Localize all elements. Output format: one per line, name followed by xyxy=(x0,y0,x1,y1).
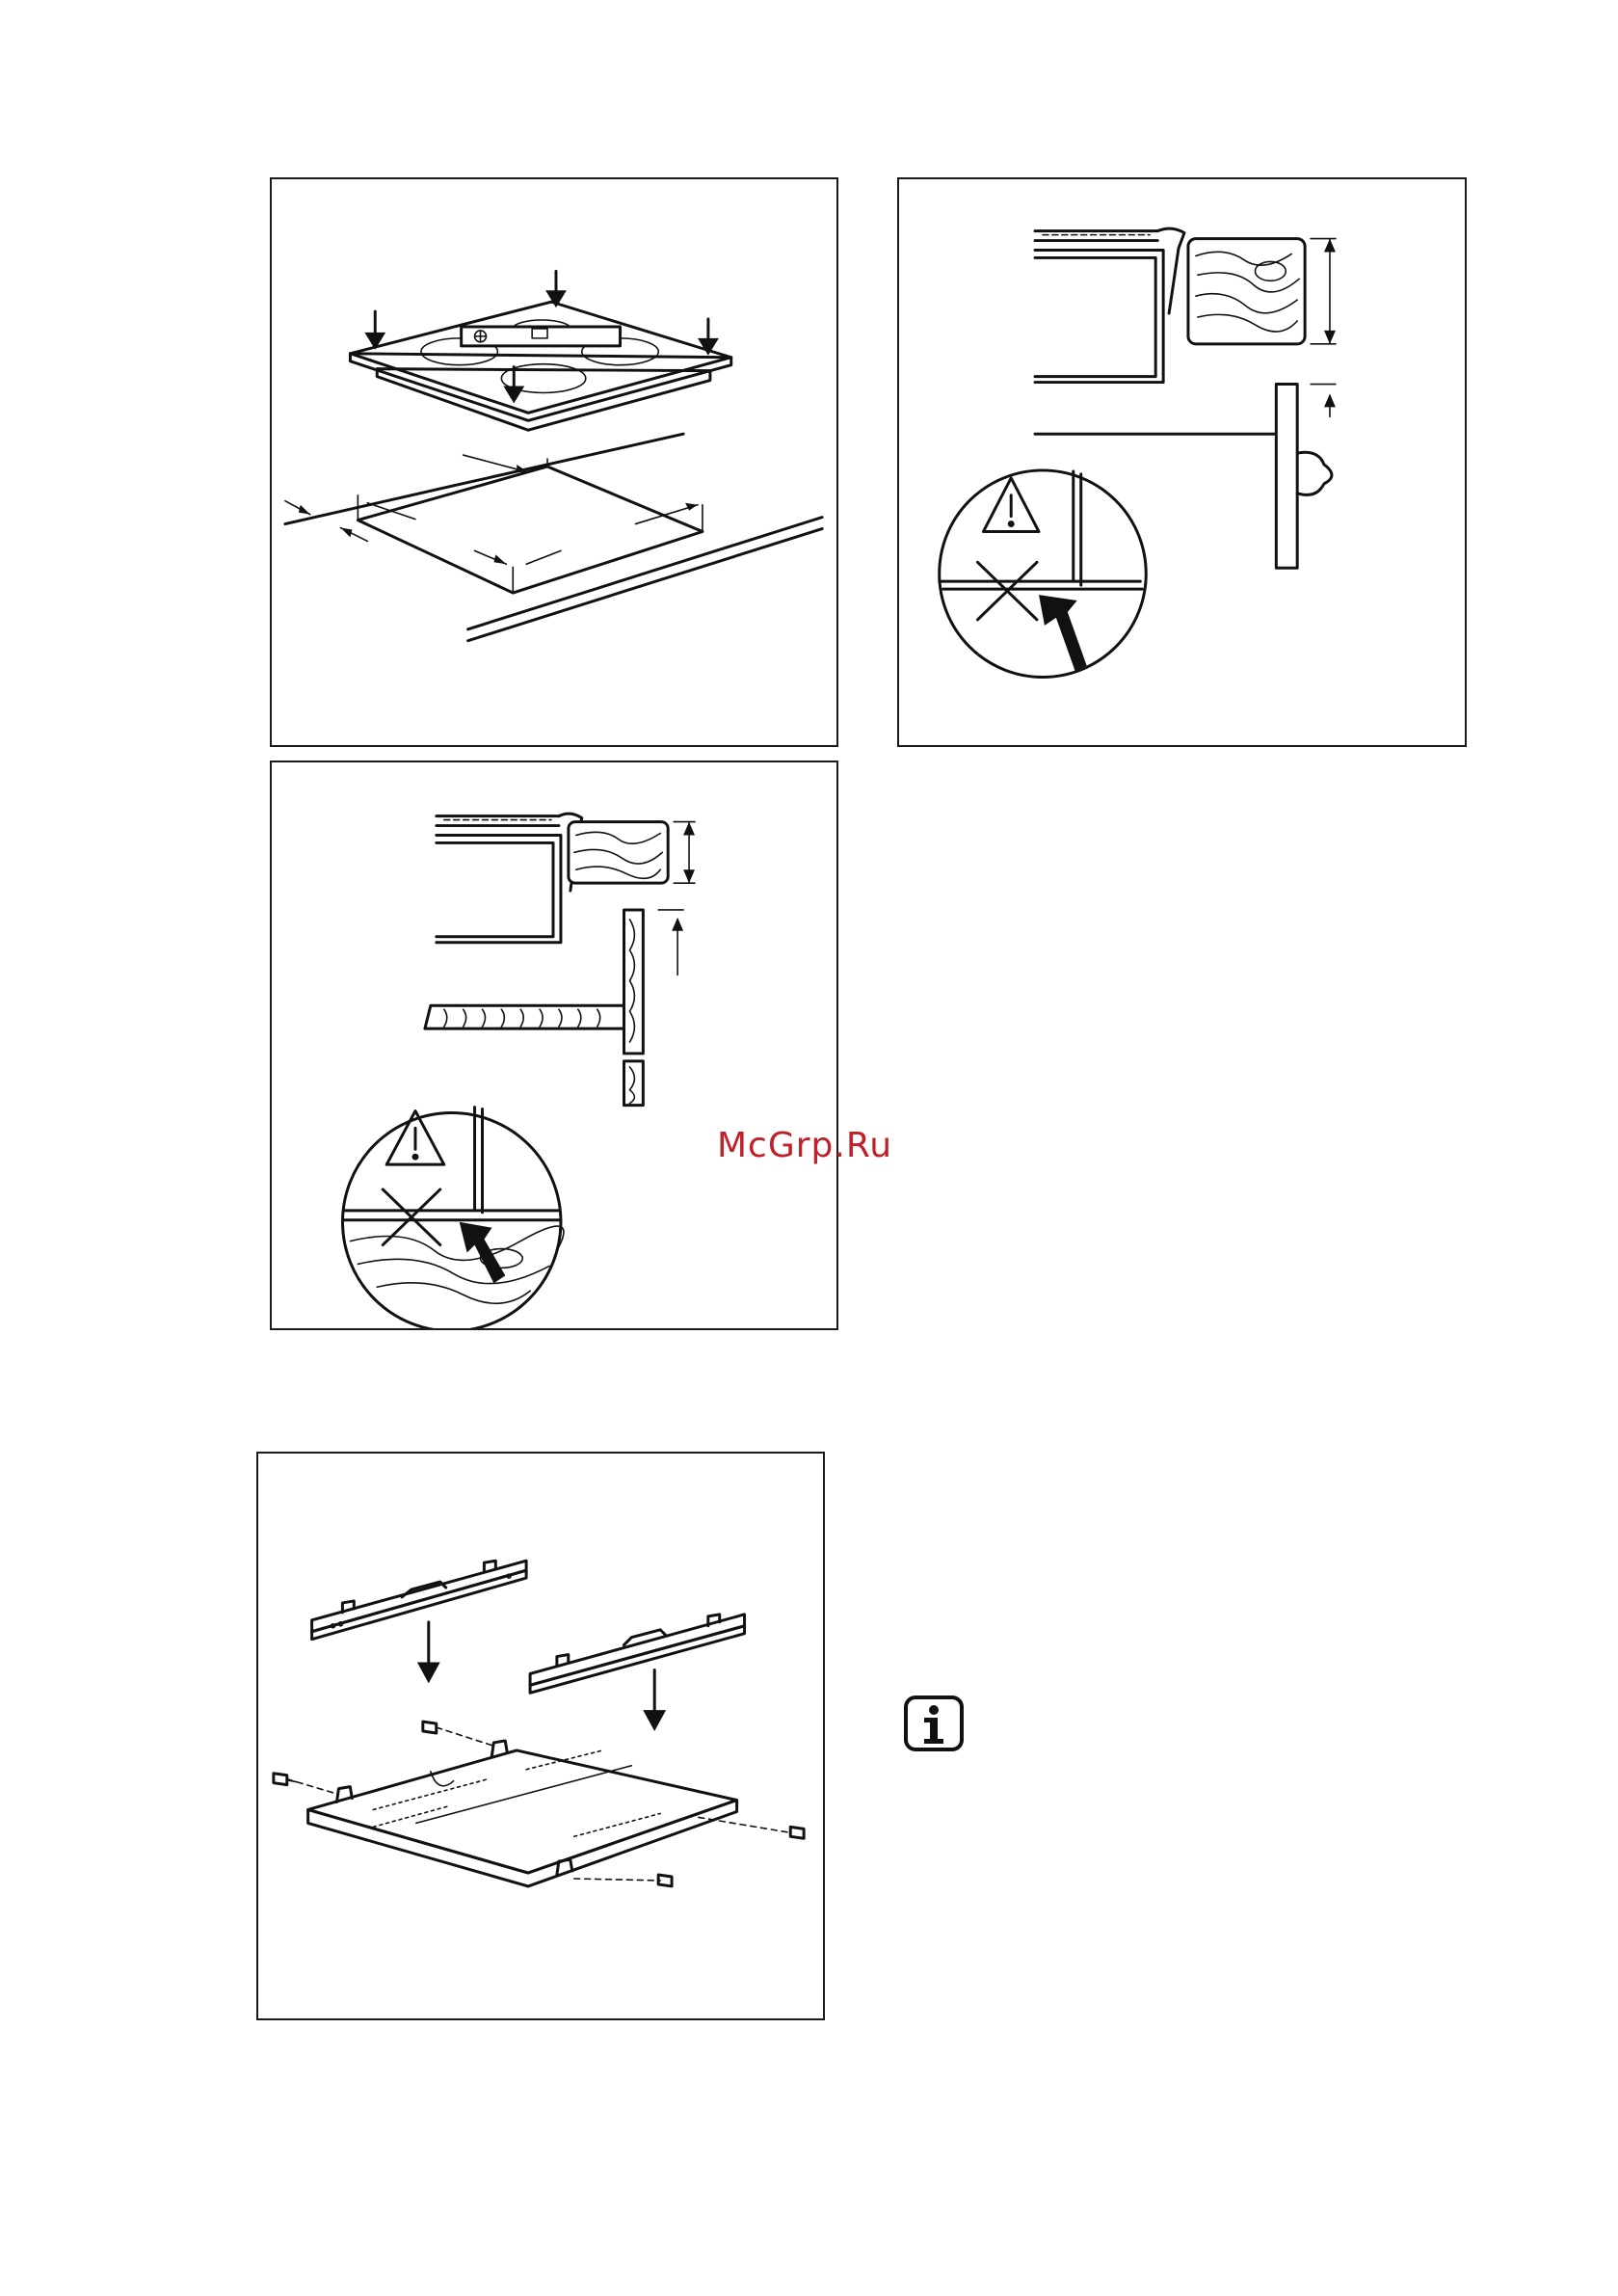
protection-box-illustration xyxy=(258,1454,823,2018)
hob-installation-illustration xyxy=(272,179,836,745)
info-icon xyxy=(903,1695,965,1752)
figure-protection-box-assembly xyxy=(256,1452,825,2020)
figure-worktop-edge-drawer xyxy=(897,177,1467,747)
figure-worktop-edge-shelf xyxy=(270,761,838,1330)
watermark: McGrp.Ru xyxy=(717,1126,892,1165)
figure-hob-levelling xyxy=(270,177,838,747)
worktop-cross-section-illustration xyxy=(899,179,1465,745)
worktop-shelf-cross-section-illustration xyxy=(272,762,836,1328)
